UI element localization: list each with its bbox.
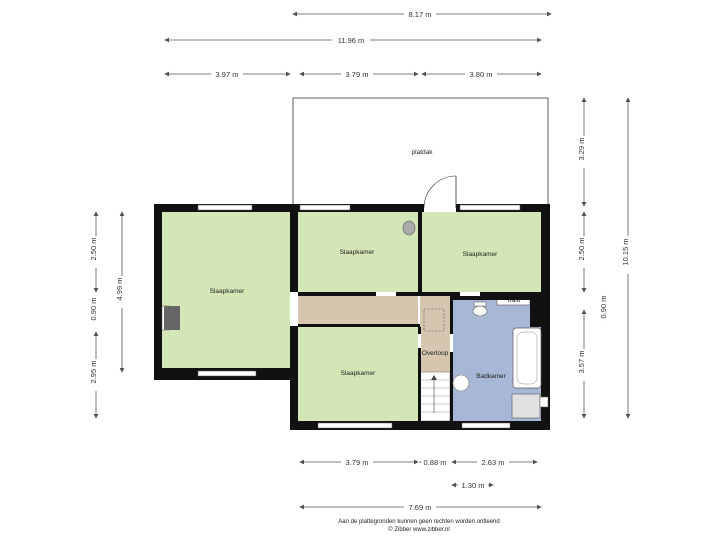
dim-label: 2.50 m: [577, 238, 586, 261]
label-slaapkamer-top-right: Slaapkamer: [463, 251, 499, 258]
label-slaapkamer-top-mid: Slaapkamer: [340, 249, 376, 256]
dimension-bottom-1-30: 1.30 m: [451, 480, 494, 490]
toilet: [472, 305, 488, 317]
room-slaapkamer-top-right: [422, 212, 542, 293]
washer: [511, 393, 541, 419]
label-badkamer: Badkamer: [476, 373, 506, 380]
dimension-top-3-79: 3.79 m: [299, 69, 419, 79]
dim-label: 1.30 m: [462, 481, 485, 490]
dimension-bottom-7-69: 7.69 m: [299, 502, 542, 512]
dim-label: 3.29 m: [577, 138, 586, 161]
dimension-left-2-95: 2.95 m: [89, 331, 102, 419]
dim-label: 0.90 m: [599, 296, 608, 319]
dimension-right-3-57: 3.57 m: [577, 309, 590, 419]
label-overloop: Overloop: [422, 350, 449, 357]
dimension-right-0-90: 0.90 m: [599, 293, 612, 327]
dim-label: 10.15 m: [621, 238, 630, 265]
dimension-right-2-50: 2.50 m: [577, 211, 590, 293]
dim-label: 3.79 m: [346, 70, 369, 79]
dim-label: 3.79 m: [346, 458, 369, 467]
dim-label: 7.69 m: [409, 503, 432, 512]
room-hallway-strip: [298, 296, 418, 324]
sink: [452, 374, 470, 392]
dim-label: 3.80 m: [470, 70, 493, 79]
dim-label: 2.95 m: [89, 361, 98, 384]
platdak-area: [292, 97, 549, 206]
label-slaapkamer-left: Slaapkamer: [210, 288, 246, 295]
dimension-left-0-90: 0.90 m: [89, 295, 102, 329]
dim-label: 0.88 m: [424, 458, 447, 467]
dimension-right-10-15: 10.15 m: [621, 97, 634, 419]
dim-label: 2.63 m: [482, 458, 505, 467]
washbasin: [402, 220, 416, 236]
room-overloop: [420, 296, 450, 372]
dim-label: 8.17 m: [409, 10, 432, 19]
dim-label: 3.57 m: [577, 351, 586, 374]
door-to-roof: [423, 175, 457, 212]
dimension-bottom-2-63: 2.63 m: [451, 457, 538, 467]
dim-label: 2.50 m: [89, 238, 98, 261]
dimension-right-3-29: 3.29 m: [577, 97, 590, 207]
dimension-top-11-96: 11.96 m: [164, 35, 542, 45]
dimension-left-2-50: 2.50 m: [89, 211, 102, 293]
footer-disclaimer: Aan de plattegronden kunnen geen rechten…: [338, 519, 499, 525]
label-slaapkamer-bottom: Slaapkamer: [341, 370, 377, 377]
dimension-left-4-99: 4.99 m: [115, 211, 128, 373]
dim-label: 11.96 m: [338, 36, 365, 45]
chimney-block: [164, 306, 180, 330]
footer-credit: © Zibber www.zibber.nl: [388, 526, 449, 533]
dimension-top-3-97: 3.97 m: [164, 69, 291, 79]
label-platdak: platdak: [412, 149, 434, 156]
interior-doors: [290, 292, 480, 352]
room-slaapkamer-top-mid: [298, 212, 418, 293]
dim-label: 4.99 m: [115, 278, 124, 301]
staircase: [419, 371, 451, 422]
room-slaapkamer-bottom: [298, 327, 418, 421]
dimension-bottom-0-88: 0.88 m: [419, 457, 450, 467]
dim-label: 3.97 m: [216, 70, 239, 79]
bathroom-fixtures: [452, 301, 549, 419]
room-slaapkamer-left: [162, 212, 290, 368]
dimension-bottom-3-79: 3.79 m: [299, 457, 419, 467]
dim-label: 0.90 m: [89, 298, 98, 321]
dimension-top-3-80: 3.80 m: [421, 69, 542, 79]
dimension-top-8-17: 8.17 m: [292, 9, 552, 19]
label-kast: Kast: [507, 297, 520, 304]
